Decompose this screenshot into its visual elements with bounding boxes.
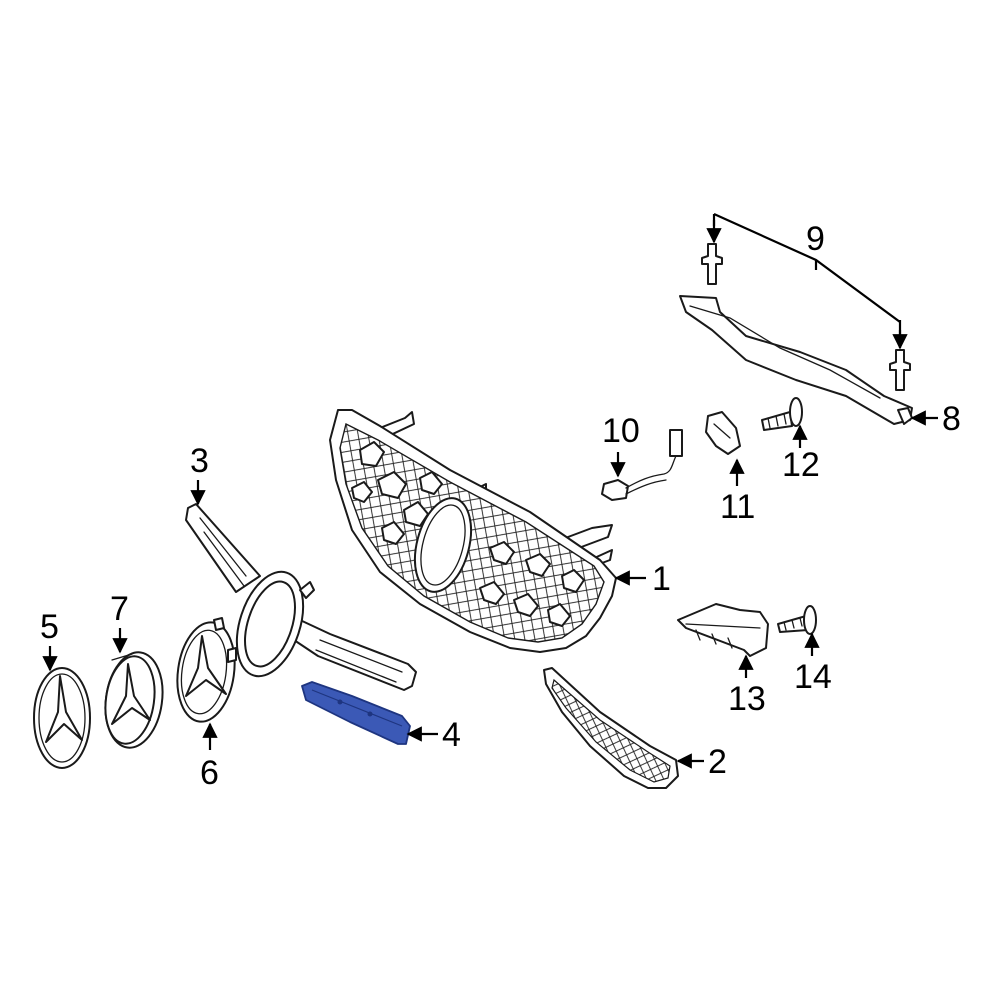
callout-11: 11 xyxy=(720,488,755,526)
grille-trim-bar[interactable] xyxy=(185,503,417,691)
mounting-clip[interactable] xyxy=(705,411,741,455)
grille-assembly[interactable] xyxy=(329,409,617,653)
lower-bracket[interactable] xyxy=(301,681,411,745)
leader-lines xyxy=(42,212,938,769)
callout-8: 8 xyxy=(942,400,961,438)
front-star-emblem[interactable] xyxy=(33,667,91,769)
callout-13: 13 xyxy=(728,680,766,718)
lower-grille[interactable] xyxy=(543,667,679,789)
star-emblem-plate[interactable] xyxy=(171,617,240,725)
air-deflector[interactable] xyxy=(677,603,769,657)
callout-14: 14 xyxy=(794,658,832,696)
callout-1: 1 xyxy=(652,560,671,598)
callout-9: 9 xyxy=(806,220,825,258)
sensor-with-wire[interactable] xyxy=(601,429,683,501)
callout-5: 5 xyxy=(40,608,59,646)
callout-2: 2 xyxy=(708,743,727,781)
callout-12: 12 xyxy=(782,446,820,484)
screw-14[interactable] xyxy=(777,605,817,635)
upper-support-bracket[interactable] xyxy=(679,243,913,425)
callout-7: 7 xyxy=(110,590,129,628)
callout-6: 6 xyxy=(200,754,219,792)
callout-4: 4 xyxy=(442,716,461,754)
callout-labels: 1 2 3 4 5 6 7 8 9 10 11 12 13 14 xyxy=(40,220,961,792)
screw-12[interactable] xyxy=(761,397,803,431)
star-emblem-base[interactable] xyxy=(100,649,169,752)
callout-3: 3 xyxy=(190,442,209,480)
callout-10: 10 xyxy=(602,412,640,450)
